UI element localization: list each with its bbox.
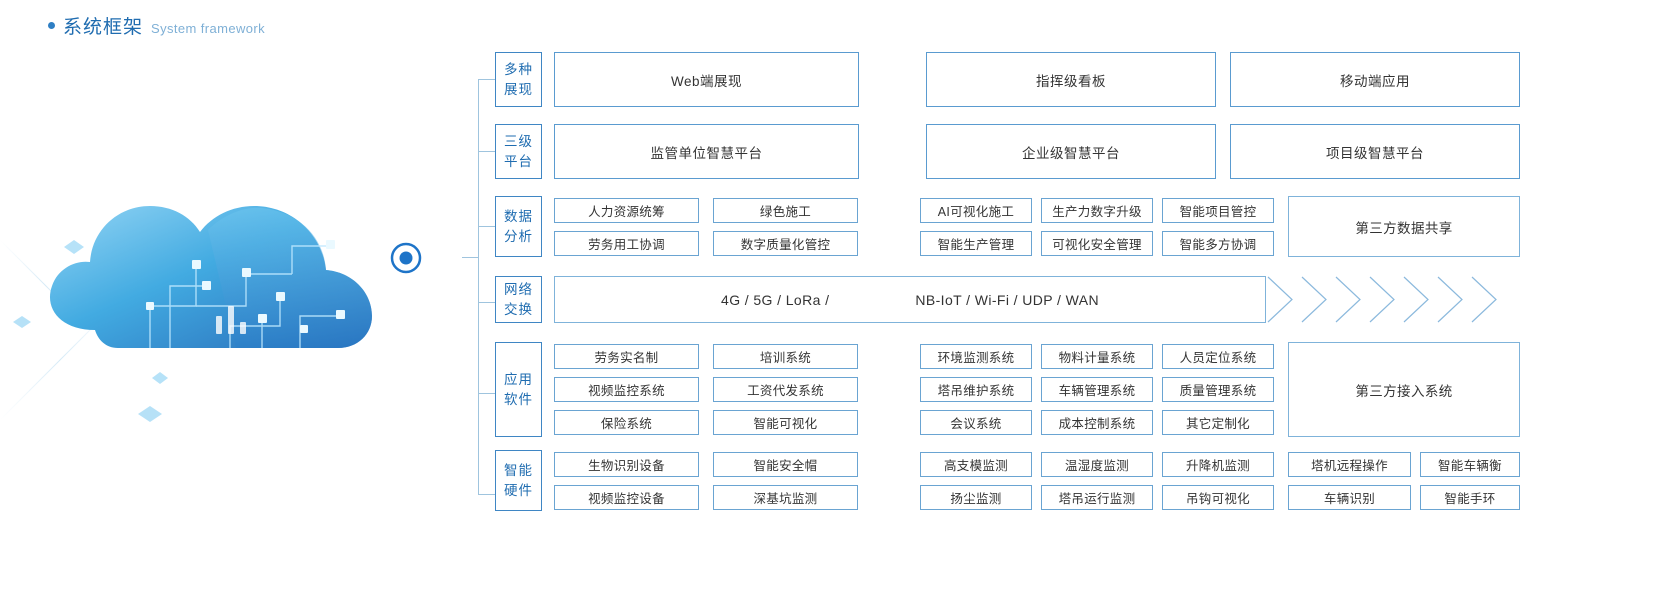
cell-insurance-system[interactable]: 保险系统 xyxy=(554,410,699,435)
cloud-network-illustration xyxy=(0,120,470,450)
cell-personnel-positioning-system[interactable]: 人员定位系统 xyxy=(1162,344,1274,369)
cell-smart-project-control[interactable]: 智能项目管控 xyxy=(1162,197,1274,223)
cell-lift-monitoring[interactable]: 升降机监测 xyxy=(1162,451,1274,477)
box-thirdparty-access-system[interactable]: 第三方接入系统 xyxy=(1288,342,1520,437)
row-data-analysis: 数据 分析 人力资源统筹 绿色施工 劳务用工协调 数字质量化管控 AI可视化施 xyxy=(495,196,1520,257)
box-project-platform[interactable]: 项目级智慧平台 xyxy=(1230,124,1520,179)
row-label-line2: 交换 xyxy=(504,301,533,317)
cell-material-metering-system[interactable]: 物料计量系统 xyxy=(1041,344,1153,369)
cell-digital-quality-control[interactable]: 数字质量化管控 xyxy=(713,230,858,256)
cell-hook-visualization[interactable]: 吊钩可视化 xyxy=(1162,484,1274,510)
cell-smart-production-mgmt[interactable]: 智能生产管理 xyxy=(920,230,1032,256)
cell-quality-management-system[interactable]: 质量管理系统 xyxy=(1162,377,1274,402)
row-label-line2: 展现 xyxy=(504,81,533,97)
application-left-grid: 劳务实名制 培训系统 视频监控系统 工资代发系统 保险系统 智能可视化 xyxy=(554,342,858,437)
cell-biometric-device[interactable]: 生物识别设备 xyxy=(554,451,699,477)
tree-stem xyxy=(462,257,479,258)
hardware-right-grid: 高支模监测 温湿度监测 升降机监测 扬尘监测 塔吊运行监测 吊钩可视化 xyxy=(920,450,1274,511)
cell-labor-coordination[interactable]: 劳务用工协调 xyxy=(554,230,699,256)
page-header: 系统框架 System framework xyxy=(48,12,265,39)
row-platform: 三级 平台 监管单位智慧平台 企业级智慧平台 项目级智慧平台 xyxy=(495,124,1520,179)
row-smart-hardware: 智能 硬件 生物识别设备 智能安全帽 视频监控设备 深基坑监测 高支模监测 xyxy=(495,450,1520,511)
cell-green-construction[interactable]: 绿色施工 xyxy=(713,197,858,223)
cell-meeting-system[interactable]: 会议系统 xyxy=(920,410,1032,435)
cell-temperature-humidity-monitoring[interactable]: 温湿度监测 xyxy=(1041,451,1153,477)
row-label-network-exchange: 网络 交换 xyxy=(495,276,542,323)
row-label-data-analysis: 数据 分析 xyxy=(495,196,542,257)
cell-crane-remote-operation[interactable]: 塔机远程操作 xyxy=(1288,451,1411,477)
tree-branch xyxy=(478,226,495,227)
cell-productivity-digital-upgrade[interactable]: 生产力数字升级 xyxy=(1041,197,1153,223)
tree-branch xyxy=(478,302,495,303)
chevron-right-icon-group xyxy=(1267,276,1497,323)
row-label-platform: 三级 平台 xyxy=(495,124,542,179)
cell-video-monitor-device[interactable]: 视频监控设备 xyxy=(554,484,699,510)
cell-ai-visual-construction[interactable]: AI可视化施工 xyxy=(920,197,1032,223)
cell-hr-coordination[interactable]: 人力资源统筹 xyxy=(554,197,699,223)
page-subtitle: System framework xyxy=(151,21,266,36)
row-label-smart-hardware: 智能 硬件 xyxy=(495,450,542,511)
tree-branch xyxy=(478,79,495,80)
cell-payroll-system[interactable]: 工资代发系统 xyxy=(713,377,858,402)
framework-diagram: 多种 展现 Web端展现 指挥级看板 移动端应用 三级 平台 监管单位智慧平台 … xyxy=(462,44,1668,564)
application-right-grid: 环境监测系统 物料计量系统 人员定位系统 塔吊维护系统 车辆管理系统 质量管理系… xyxy=(920,342,1274,437)
row-label-line2: 平台 xyxy=(504,153,533,169)
row-label-line1: 三级 xyxy=(504,133,533,149)
tree-branch xyxy=(478,151,495,152)
row-label-line2: 硬件 xyxy=(504,482,533,498)
box-command-dashboard[interactable]: 指挥级看板 xyxy=(926,52,1216,107)
box-web-presentation[interactable]: Web端展现 xyxy=(554,52,859,107)
row-label-line1: 智能 xyxy=(504,462,533,478)
cell-smart-wristband[interactable]: 智能手环 xyxy=(1420,484,1520,510)
hardware-left-grid: 生物识别设备 智能安全帽 视频监控设备 深基坑监测 xyxy=(554,450,858,511)
cell-other-customization[interactable]: 其它定制化 xyxy=(1162,410,1274,435)
row-label-line2: 分析 xyxy=(504,228,533,244)
cell-crane-maintenance-system[interactable]: 塔吊维护系统 xyxy=(920,377,1032,402)
box-thirdparty-data-sharing[interactable]: 第三方数据共享 xyxy=(1288,196,1520,257)
cell-video-surveillance-system[interactable]: 视频监控系统 xyxy=(554,377,699,402)
network-protocols-left: 4G / 5G / LoRa / xyxy=(721,291,830,308)
cell-smart-visualization[interactable]: 智能可视化 xyxy=(713,410,858,435)
box-mobile-app[interactable]: 移动端应用 xyxy=(1230,52,1520,107)
tree-trunk xyxy=(478,79,479,494)
tree-branch xyxy=(478,393,495,394)
hardware-far-grid: 塔机远程操作 智能车辆衡 车辆识别 智能手环 xyxy=(1288,450,1520,511)
cell-vehicle-management-system[interactable]: 车辆管理系统 xyxy=(1041,377,1153,402)
cell-visual-safety-mgmt[interactable]: 可视化安全管理 xyxy=(1041,230,1153,256)
row-label-line1: 应用 xyxy=(504,371,533,387)
cell-high-formwork-monitoring[interactable]: 高支模监测 xyxy=(920,451,1032,477)
network-protocols-right: NB-IoT / Wi-Fi / UDP / WAN xyxy=(915,291,1099,308)
bullet-dot-icon xyxy=(48,22,55,29)
row-network-exchange: 网络 交换 4G / 5G / LoRa / NB-IoT / Wi-Fi / … xyxy=(495,276,1497,323)
cell-smart-helmet[interactable]: 智能安全帽 xyxy=(713,451,858,477)
cell-environment-monitor-system[interactable]: 环境监测系统 xyxy=(920,344,1032,369)
cell-deep-pit-monitoring[interactable]: 深基坑监测 xyxy=(713,484,858,510)
row-label-line1: 数据 xyxy=(504,208,533,224)
row-application-software: 应用 软件 劳务实名制 培训系统 视频监控系统 工资代发系统 保险系统 智能可 xyxy=(495,342,1520,437)
data-analysis-left-grid: 人力资源统筹 绿色施工 劳务用工协调 数字质量化管控 xyxy=(554,196,858,257)
row-label-line1: 网络 xyxy=(504,281,533,297)
network-protocol-bar: 4G / 5G / LoRa / NB-IoT / Wi-Fi / UDP / … xyxy=(554,276,1266,323)
cell-crane-operation-monitoring[interactable]: 塔吊运行监测 xyxy=(1041,484,1153,510)
cell-labor-realname[interactable]: 劳务实名制 xyxy=(554,344,699,369)
cell-vehicle-recognition[interactable]: 车辆识别 xyxy=(1288,484,1411,510)
box-enterprise-platform[interactable]: 企业级智慧平台 xyxy=(926,124,1216,179)
page-title: 系统框架 xyxy=(63,17,144,38)
row-label-application-software: 应用 软件 xyxy=(495,342,542,437)
row-label-line2: 软件 xyxy=(504,391,533,407)
row-presentation: 多种 展现 Web端展现 指挥级看板 移动端应用 xyxy=(495,52,1520,107)
cell-smart-weighbridge[interactable]: 智能车辆衡 xyxy=(1420,451,1520,477)
tree-branch xyxy=(478,494,495,495)
cell-cost-control-system[interactable]: 成本控制系统 xyxy=(1041,410,1153,435)
box-supervisor-platform[interactable]: 监管单位智慧平台 xyxy=(554,124,859,179)
row-label-line1: 多种 xyxy=(504,61,533,77)
cell-training-system[interactable]: 培训系统 xyxy=(713,344,858,369)
row-label-presentation: 多种 展现 xyxy=(495,52,542,107)
cell-smart-multiparty-coordination[interactable]: 智能多方协调 xyxy=(1162,230,1274,256)
cell-dust-monitoring[interactable]: 扬尘监测 xyxy=(920,484,1032,510)
data-analysis-right-grid: AI可视化施工 生产力数字升级 智能项目管控 智能生产管理 可视化安全管理 智能… xyxy=(920,196,1274,257)
